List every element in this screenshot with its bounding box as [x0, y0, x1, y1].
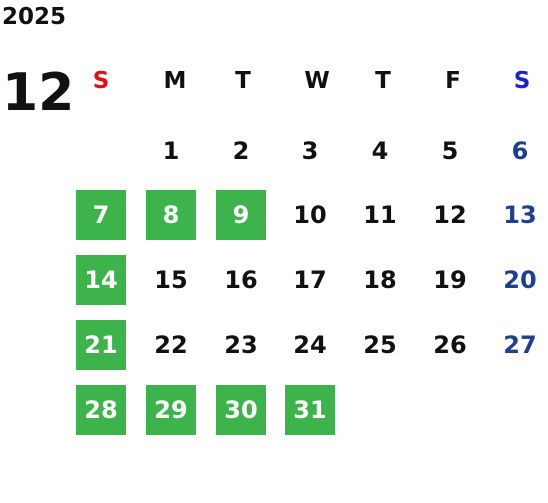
day-cell-28[interactable]: 28: [76, 385, 126, 435]
weekday-thu: T: [375, 68, 391, 94]
day-cell-20[interactable]: 20: [503, 266, 537, 294]
day-cell-29[interactable]: 29: [146, 385, 196, 435]
day-cell-21[interactable]: 21: [76, 320, 126, 370]
weekday-wed: W: [304, 68, 330, 94]
day-cell-23[interactable]: 23: [224, 331, 258, 359]
day-cell-17[interactable]: 17: [293, 266, 327, 294]
day-cell-31[interactable]: 31: [285, 385, 335, 435]
day-cell-27[interactable]: 27: [503, 331, 537, 359]
month-label: 12: [2, 63, 75, 123]
day-cell-26[interactable]: 26: [433, 331, 467, 359]
day-cell-30[interactable]: 30: [216, 385, 266, 435]
day-cell-9[interactable]: 9: [216, 190, 266, 240]
year-label: 2025: [2, 4, 67, 30]
day-cell-5[interactable]: 5: [441, 137, 459, 165]
day-cell-13[interactable]: 13: [503, 201, 537, 229]
day-cell-15[interactable]: 15: [154, 266, 188, 294]
day-cell-16[interactable]: 16: [224, 266, 258, 294]
weekday-mon: M: [163, 68, 187, 94]
day-cell-25[interactable]: 25: [363, 331, 397, 359]
day-cell-14[interactable]: 14: [76, 255, 126, 305]
day-cell-19[interactable]: 19: [433, 266, 467, 294]
day-cell-3[interactable]: 3: [301, 137, 319, 165]
day-cell-12[interactable]: 12: [433, 201, 467, 229]
weekday-fri: F: [445, 68, 461, 94]
day-cell-8[interactable]: 8: [146, 190, 196, 240]
day-cell-11[interactable]: 11: [363, 201, 397, 229]
weekday-tue: T: [235, 68, 251, 94]
weekday-sat: S: [513, 68, 531, 94]
day-cell-7[interactable]: 7: [76, 190, 126, 240]
day-cell-22[interactable]: 22: [154, 331, 188, 359]
weekday-sun: S: [92, 68, 110, 94]
day-cell-2[interactable]: 2: [232, 137, 250, 165]
day-cell-1[interactable]: 1: [162, 137, 180, 165]
day-cell-24[interactable]: 24: [293, 331, 327, 359]
day-cell-18[interactable]: 18: [363, 266, 397, 294]
day-cell-6[interactable]: 6: [511, 137, 529, 165]
day-cell-10[interactable]: 10: [293, 201, 327, 229]
day-cell-4[interactable]: 4: [371, 137, 389, 165]
